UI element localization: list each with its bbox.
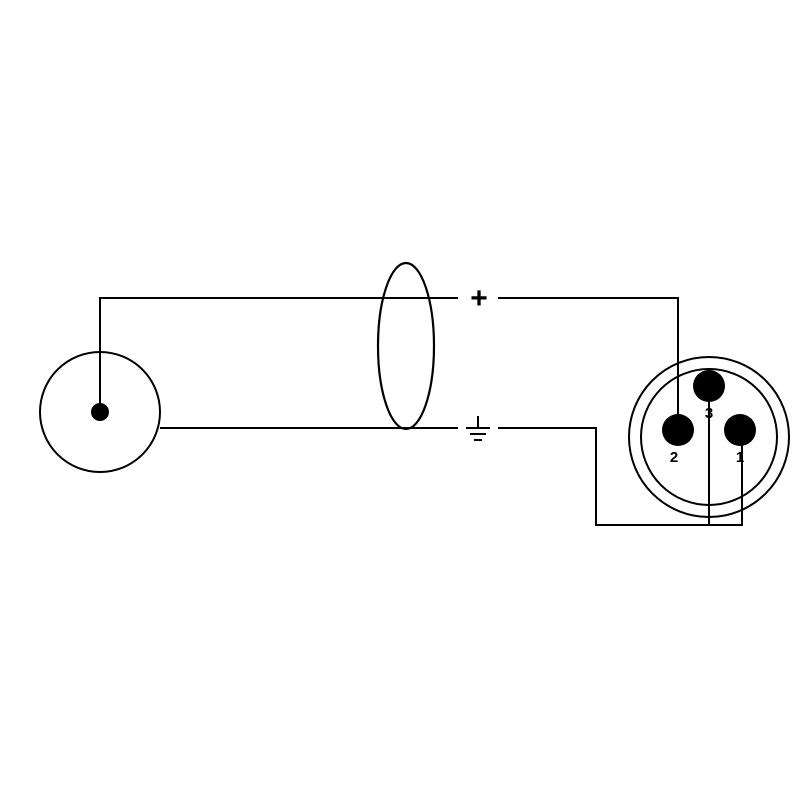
signal-wire: + (99, 282, 679, 430)
xlr-outer-ring (628, 356, 790, 518)
pin-label-3: 3 (705, 405, 713, 422)
signal-wire-left (99, 297, 458, 412)
ground-wire-right (498, 427, 743, 526)
signal-wire-right (498, 297, 679, 430)
xlr-inner-ring (640, 368, 778, 506)
ground-wire (160, 386, 743, 526)
cable-shield-ellipse (376, 261, 436, 431)
xlr-pin-2 (662, 414, 694, 446)
xlr-connector: 3 2 1 (628, 356, 790, 518)
pin-label-1: 1 (736, 449, 744, 466)
ground-icon (466, 416, 490, 441)
plus-symbol: + (470, 282, 488, 315)
xlr-pin-3 (693, 370, 725, 402)
xlr-pin-1 (724, 414, 756, 446)
pin-label-2: 2 (670, 449, 678, 466)
